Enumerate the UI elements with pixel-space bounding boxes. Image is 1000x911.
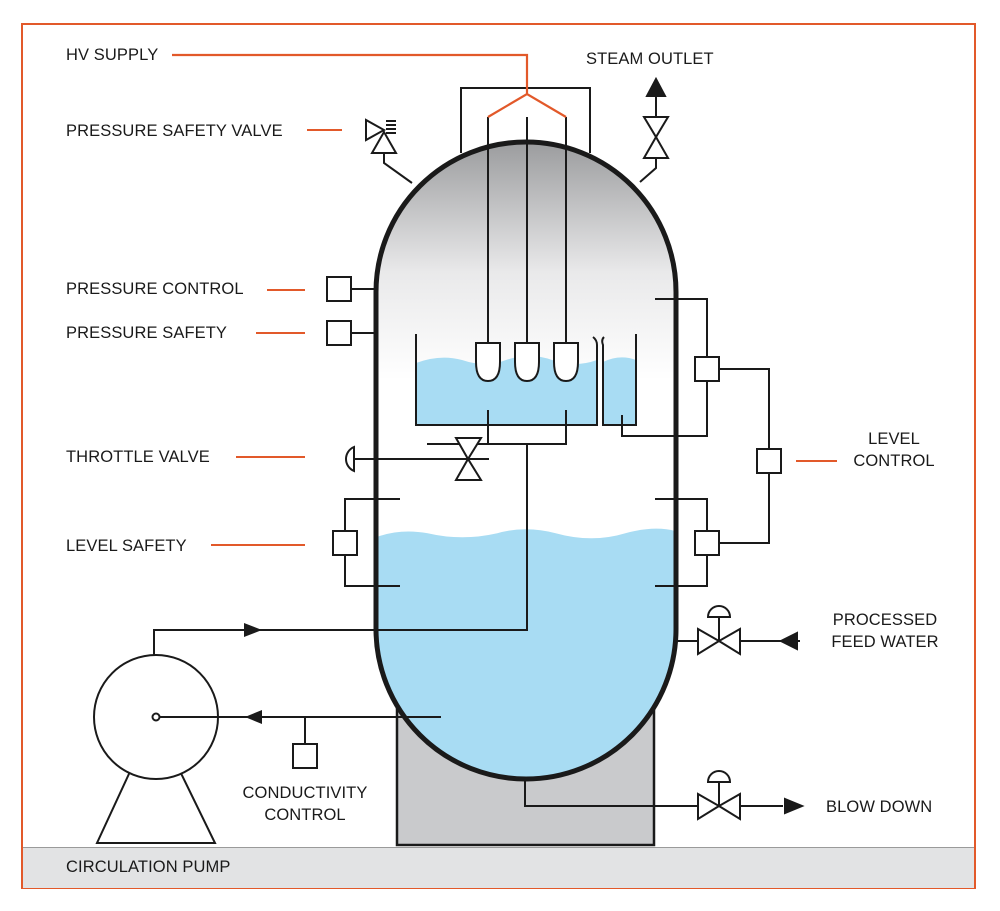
instrument-box-icon xyxy=(292,743,318,769)
conductivity-control-label-line2: CONTROL xyxy=(264,806,346,824)
instrument-box-icon xyxy=(332,530,358,556)
diaphragm-actuator-icon xyxy=(706,770,732,783)
steam-outlet-valve xyxy=(639,76,670,183)
hv-supply-label: HV SUPPLY xyxy=(66,46,159,64)
circulation-pump-label: CIRCULATION PUMP xyxy=(66,858,231,876)
safety-valve-icon xyxy=(365,118,413,184)
pressure-control-label: PRESSURE CONTROL xyxy=(66,280,244,298)
steam-outlet-label: STEAM OUTLET xyxy=(586,50,714,68)
blow-down-valve xyxy=(524,770,805,821)
level-control-label-line2: CONTROL xyxy=(853,452,935,470)
processed-feed-water-label-line1: PROCESSED xyxy=(832,611,938,629)
flow-arrow-icon xyxy=(645,76,667,97)
level-safety-label: LEVEL SAFETY xyxy=(66,537,187,555)
electrode-tank xyxy=(415,334,637,426)
conductivity-control-label: CONDUCTIVITY CONTROL xyxy=(225,782,385,826)
level-control-label-line1: LEVEL xyxy=(868,430,920,448)
level-control-label: LEVEL CONTROL xyxy=(848,428,940,472)
vessel-water xyxy=(376,527,676,779)
electrode-icon xyxy=(475,117,579,383)
diaphragm-actuator-icon xyxy=(706,605,732,618)
gate-valve-icon xyxy=(697,792,721,821)
processed-feed-water-label-line2: FEED WATER xyxy=(831,633,939,651)
pump-icon xyxy=(93,654,219,844)
ground-band xyxy=(23,847,974,888)
flow-arrow-icon xyxy=(245,710,262,724)
boiler-vessel xyxy=(373,139,679,782)
throttle-valve xyxy=(345,437,489,481)
hv-supply-leader xyxy=(172,53,567,118)
gate-valve-icon xyxy=(642,116,670,139)
gate-valve-icon xyxy=(697,627,721,656)
label-leaders xyxy=(211,129,837,546)
flow-arrow-icon xyxy=(778,631,798,651)
throttle-valve-label: THROTTLE VALVE xyxy=(66,448,210,466)
blow-down-label: BLOW DOWN xyxy=(826,798,933,816)
processed-feed-water-label: PROCESSED FEED WATER xyxy=(822,609,948,653)
pressure-safety-valve-label: PRESSURE SAFETY VALVE xyxy=(66,122,283,140)
feed-water-valve xyxy=(676,605,800,656)
instrument-box-icon xyxy=(326,276,352,346)
flow-arrow-icon xyxy=(784,797,805,815)
pressure-safety-label: PRESSURE SAFETY xyxy=(66,324,228,342)
diaphragm-actuator-icon xyxy=(345,445,355,473)
gate-valve-icon xyxy=(454,437,483,481)
instrument-box-icon xyxy=(694,356,782,556)
hv-supply-frame xyxy=(460,87,591,153)
flow-arrow-icon xyxy=(244,623,262,637)
electrode-tank-drain xyxy=(153,410,567,655)
conductivity-control-label-line1: CONDUCTIVITY xyxy=(242,784,368,802)
